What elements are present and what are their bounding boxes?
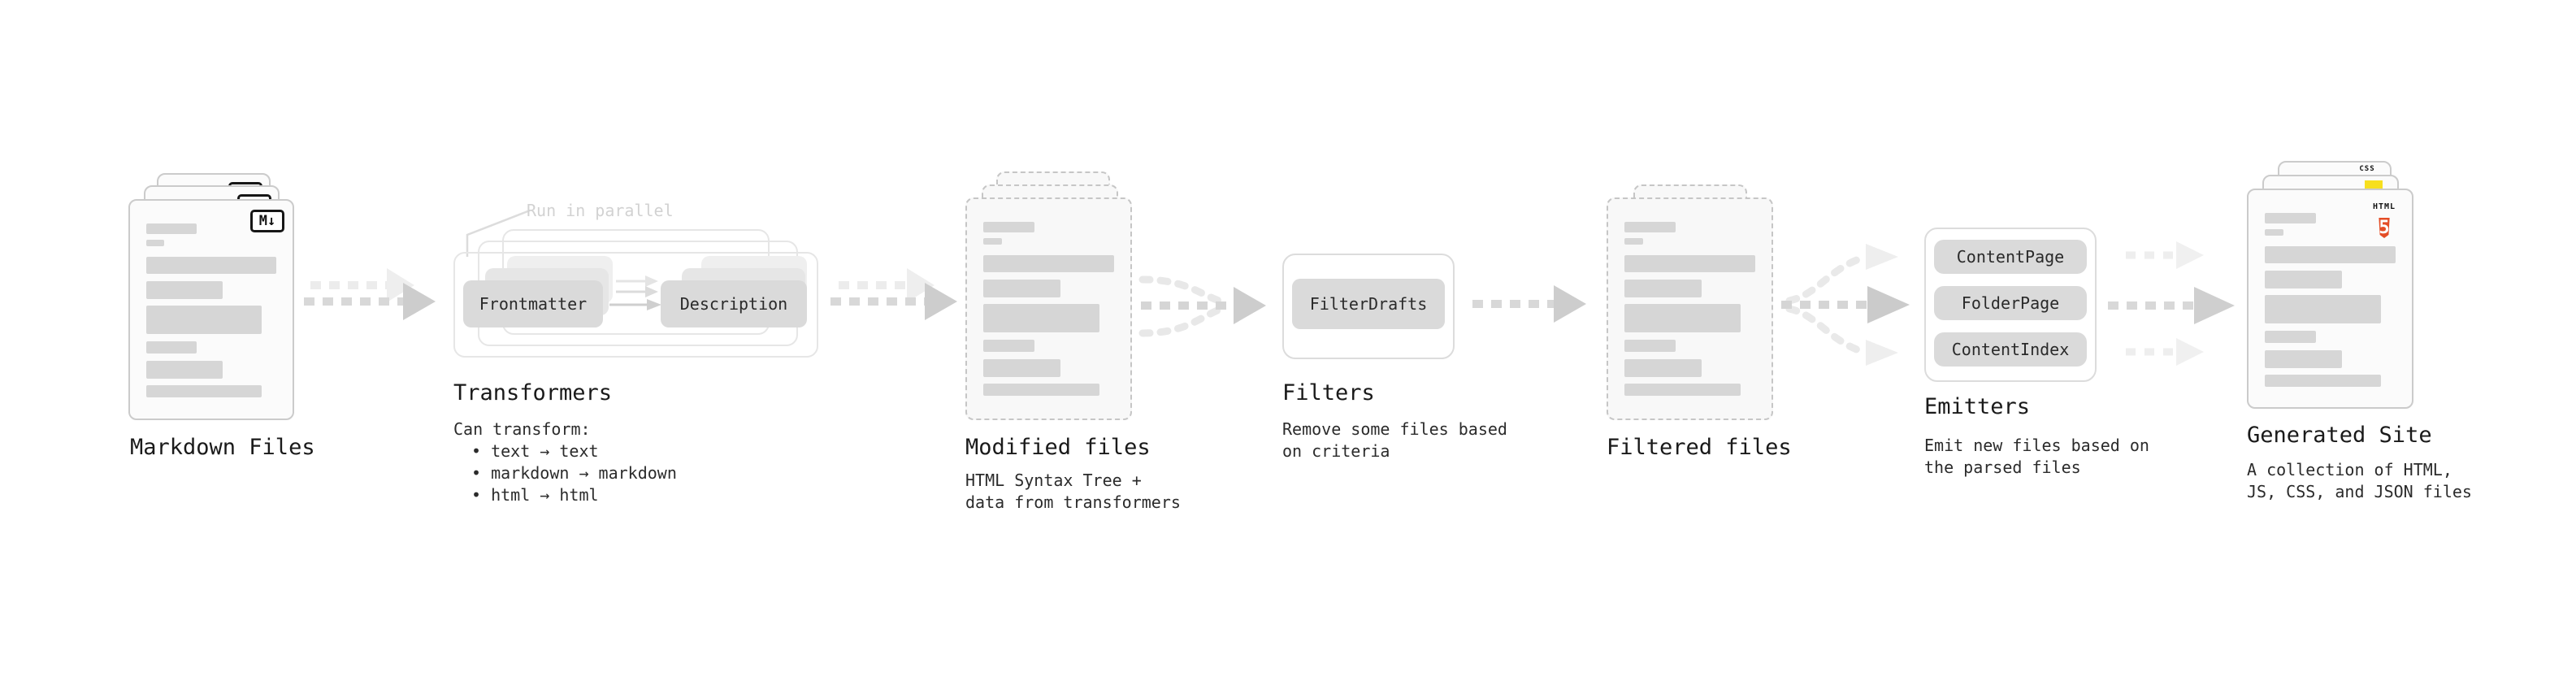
transformers-description: Can transform: • text → text • markdown … — [453, 419, 677, 506]
html5-icon-text: HTML — [2372, 202, 2396, 211]
text-line-placeholder — [983, 222, 1034, 232]
transformers-label: Transformers — [453, 380, 613, 406]
text-line-placeholder — [146, 306, 262, 334]
css-icon-text: CSS — [2359, 165, 2375, 173]
text-line-placeholder — [983, 384, 1100, 396]
markdown-files-label: Markdown Files — [130, 435, 315, 460]
text-line-placeholder — [146, 341, 197, 354]
filters-description: Remove some files based on criteria — [1282, 419, 1507, 462]
filters-label: Filters — [1282, 380, 1375, 406]
transformer-container-front — [453, 252, 818, 358]
emitters-description: Emit new files based on the parsed files — [1924, 435, 2149, 479]
stage-modified-files: Modified files HTML Syntax Tree + data f… — [965, 171, 1181, 521]
document-text-placeholder — [1624, 222, 1755, 396]
stage-emitters: ContentPage FolderPage ContentIndex Emit… — [1924, 228, 2152, 488]
desc-bullet: • markdown → markdown — [471, 463, 677, 483]
generated-site-description: A collection of HTML, JS, CSS, and JSON … — [2247, 459, 2472, 503]
text-line-placeholder — [1624, 340, 1676, 352]
text-line-placeholder — [1624, 238, 1643, 245]
text-line-placeholder — [2265, 271, 2342, 288]
text-line-placeholder — [1624, 384, 1741, 396]
arrow-transformers-to-modified — [830, 268, 957, 320]
text-line-placeholder — [2265, 213, 2316, 223]
filtered-document-front — [1607, 197, 1773, 420]
run-in-parallel-annotation: Run in parallel — [527, 201, 674, 220]
text-line-placeholder — [983, 238, 1002, 245]
html5-icon-shield: 5 — [2379, 218, 2390, 238]
modified-document-front — [965, 197, 1132, 420]
filterdrafts-box: FilterDrafts — [1292, 279, 1445, 329]
text-line-placeholder — [146, 385, 262, 397]
contentpage-box: ContentPage — [1934, 240, 2087, 274]
text-line-placeholder — [983, 280, 1060, 297]
document-text-placeholder — [983, 222, 1114, 396]
desc-line: the parsed files — [1924, 458, 2081, 477]
filtered-files-label: Filtered files — [1607, 435, 1792, 460]
text-line-placeholder — [2265, 229, 2283, 236]
desc-line: Emit new files based on — [1924, 436, 2149, 455]
generated-document-html: HTML 5 — [2247, 189, 2413, 409]
desc-line: HTML Syntax Tree + — [965, 471, 1142, 490]
text-line-placeholder — [146, 257, 276, 274]
markdown-document-front: M↓ — [128, 199, 294, 420]
stage-filtered-files: Filtered files — [1607, 184, 1818, 477]
modified-files-description: HTML Syntax Tree + data from transformer… — [965, 470, 1181, 514]
desc-bullet: • text → text — [471, 441, 599, 461]
text-line-placeholder — [2265, 295, 2382, 323]
contentindex-box: ContentIndex — [1934, 332, 2087, 367]
stage-generated-site: CSS HTML 5 Generated Site A collection o… — [2247, 161, 2472, 510]
text-line-placeholder — [983, 304, 1100, 332]
text-line-placeholder — [1624, 280, 1702, 297]
text-line-placeholder — [2265, 350, 2342, 368]
desc-bullet: • html → html — [471, 485, 599, 505]
text-line-placeholder — [983, 255, 1114, 272]
text-line-placeholder — [1624, 255, 1755, 272]
folderpage-box: FolderPage — [1934, 286, 2087, 320]
text-line-placeholder — [2265, 246, 2396, 263]
text-line-placeholder — [1624, 359, 1702, 377]
stage-transformers: Run in parallel Frontmatter Description … — [453, 201, 843, 526]
text-line-placeholder — [1624, 222, 1676, 232]
text-line-placeholder — [983, 340, 1034, 352]
desc-line: on criteria — [1282, 441, 1390, 461]
text-line-placeholder — [146, 361, 223, 379]
generated-site-label: Generated Site — [2247, 423, 2432, 448]
stage-markdown-files: M↓ M↓ M↓ Markdown Files — [128, 171, 340, 513]
desc-line: data from transformers — [965, 492, 1181, 512]
frontmatter-box: Frontmatter — [463, 280, 603, 327]
text-line-placeholder — [983, 359, 1060, 377]
description-box: Description — [661, 280, 807, 327]
desc-line: JS, CSS, and JSON files — [2247, 482, 2472, 501]
text-line-placeholder — [2265, 375, 2382, 387]
stage-filters: FilterDrafts Filters Remove some files b… — [1282, 254, 1510, 481]
text-line-placeholder — [1624, 304, 1741, 332]
document-text-placeholder — [2265, 213, 2396, 387]
desc-line: Remove some files based — [1282, 419, 1507, 439]
css-icon: CSS — [2353, 166, 2382, 173]
html5-icon: HTML 5 — [2366, 197, 2402, 245]
text-line-placeholder — [2265, 331, 2316, 343]
emitters-label: Emitters — [1924, 394, 2031, 419]
javascript-icon — [2365, 180, 2383, 189]
modified-files-label: Modified files — [965, 435, 1151, 460]
markdown-icon: M↓ — [250, 210, 284, 232]
text-line-placeholder — [146, 281, 223, 299]
text-line-placeholder — [146, 240, 165, 246]
desc-line: A collection of HTML, — [2247, 460, 2452, 479]
text-line-placeholder — [146, 223, 197, 234]
desc-line: Can transform: — [453, 419, 591, 439]
document-text-placeholder — [146, 223, 276, 397]
